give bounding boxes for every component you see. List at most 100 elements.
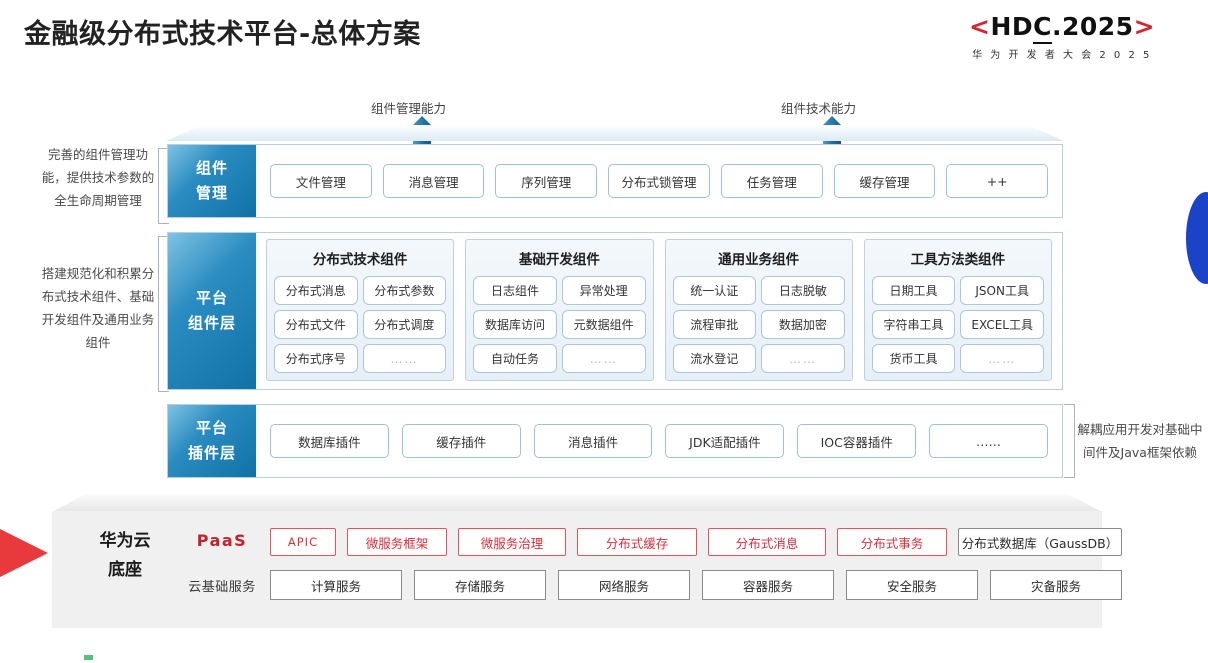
chip-cache-plugin[interactable]: 缓存插件 — [401, 424, 521, 458]
cell-exception-handling[interactable]: 异常处理 — [561, 276, 646, 305]
blue-lens-decoration — [1186, 192, 1208, 284]
cell-log-component[interactable]: 日志组件 — [473, 276, 557, 305]
cell-json-tool[interactable]: JSON工具 — [960, 276, 1044, 305]
cell-currency-tool[interactable]: 货币工具 — [871, 344, 956, 373]
angle-bracket-left-icon: < — [968, 12, 991, 41]
green-accent-mark — [84, 655, 93, 660]
paas-box-apic[interactable]: APIC — [270, 528, 336, 556]
cloud-box-network-service[interactable]: 网络服务 — [558, 570, 690, 600]
chip-add-more[interactable]: ++ — [946, 164, 1049, 198]
group-cell-grid: 统一认证 日志脱敏 流程审批 数据加密 流水登记 …… — [672, 276, 845, 373]
arrow-label-component-technology: 组件技术能力 — [781, 101, 857, 116]
group-cell-grid: 日志组件 异常处理 数据库访问 元数据组件 自动任务 …… — [473, 276, 646, 373]
chip-task-management[interactable]: 任务管理 — [720, 164, 823, 198]
cell-string-tool[interactable]: 字符串工具 — [871, 310, 956, 339]
cell-unified-auth[interactable]: 统一认证 — [672, 276, 757, 305]
paas-service-row: APIC 微服务框架 微服务治理 分布式缓存 分布式消息 分布式事务 分布式数据… — [270, 528, 1122, 556]
cell-more-ellipsis[interactable]: …… — [960, 344, 1044, 373]
base-title: 华为云 底座 — [70, 527, 180, 585]
paas-label: PaaS — [196, 531, 248, 550]
group-title: 通用业务组件 — [718, 252, 800, 268]
group-common-business: 通用业务组件 统一认证 日志脱敏 流程审批 数据加密 流水登记 …… — [664, 239, 853, 381]
layer-label-line-1: 平台 — [195, 289, 228, 307]
cloud-box-security-service[interactable]: 安全服务 — [846, 570, 978, 600]
layer-label-line-1: 组件 — [195, 159, 228, 177]
cell-log-masking[interactable]: 日志脱敏 — [761, 276, 845, 305]
bracket-connector-right — [1064, 404, 1075, 478]
layer-label-line-2: 插件层 — [187, 444, 236, 462]
paas-box-distributed-message[interactable]: 分布式消息 — [708, 528, 826, 556]
group-tool-method: 工具方法类组件 日期工具 JSON工具 字符串工具 EXCEL工具 货币工具 …… — [863, 239, 1052, 381]
cloud-basic-service-label: 云基础服务 — [188, 580, 256, 595]
cell-date-tool[interactable]: 日期工具 — [871, 276, 956, 305]
cell-distributed-message[interactable]: 分布式消息 — [274, 276, 358, 305]
note-right: 解耦应用开发对基础中间件及Java框架依赖 — [1077, 422, 1203, 460]
layer-label-component-management: 组件 管理 — [168, 145, 256, 217]
chip-message-management[interactable]: 消息管理 — [382, 164, 485, 198]
paas-box-distributed-transaction[interactable]: 分布式事务 — [837, 528, 947, 556]
page-title: 金融级分布式技术平台-总体方案 — [24, 19, 421, 50]
red-wedge-decoration — [0, 505, 48, 601]
base-title-line-2: 底座 — [108, 560, 142, 580]
cell-excel-tool[interactable]: EXCEL工具 — [960, 310, 1044, 339]
chip-cache-management[interactable]: 缓存管理 — [833, 164, 936, 198]
hdc-logo-text-underlined: C — [1033, 12, 1052, 44]
note-left-top: 完善的组件管理功能，提供技术参数的全生命周期管理 — [41, 147, 155, 208]
cell-more-ellipsis[interactable]: …… — [761, 344, 845, 373]
cell-distributed-parameter[interactable]: 分布式参数 — [362, 276, 447, 305]
group-cell-grid: 日期工具 JSON工具 字符串工具 EXCEL工具 货币工具 …… — [871, 276, 1044, 373]
cell-distributed-schedule[interactable]: 分布式调度 — [362, 310, 447, 339]
cell-metadata-component[interactable]: 元数据组件 — [561, 310, 646, 339]
cloud-box-container-service[interactable]: 容器服务 — [702, 570, 834, 600]
cell-more-ellipsis[interactable]: …… — [561, 344, 646, 373]
hdc-logo: <HDC.2025> 华 为 开 发 者 大 会 2 0 2 5 — [932, 12, 1192, 61]
hdc-logo-main: <HDC.2025> — [932, 12, 1192, 44]
stack-top-bevel — [166, 125, 1064, 141]
group-title: 基础开发组件 — [518, 252, 600, 268]
chip-ioc-container-plugin[interactable]: IOC容器插件 — [797, 424, 917, 458]
chip-distributed-lock-management[interactable]: 分布式锁管理 — [608, 164, 710, 198]
layer-label-line-2: 组件层 — [187, 314, 236, 332]
chip-file-management[interactable]: 文件管理 — [270, 164, 372, 198]
layer-label-platform-plugin: 平台 插件层 — [168, 405, 256, 477]
hdc-logo-text-b: .2025 — [1051, 12, 1134, 41]
cell-transaction-log[interactable]: 流水登记 — [672, 344, 757, 373]
group-title: 工具方法类组件 — [910, 252, 1006, 268]
cloud-box-compute-service[interactable]: 计算服务 — [270, 570, 402, 600]
cell-distributed-file[interactable]: 分布式文件 — [274, 310, 358, 339]
cell-auto-task[interactable]: 自动任务 — [473, 344, 557, 373]
bracket-connector-top-left — [158, 148, 169, 224]
paas-box-distributed-cache[interactable]: 分布式缓存 — [577, 528, 697, 556]
bracket-connector-mid-left — [158, 236, 169, 392]
note-left-bottom: 搭建规范化和积累分布式技术组件、基础开发组件及通用业务组件 — [41, 266, 155, 350]
paas-box-microservice-framework[interactable]: 微服务框架 — [347, 528, 447, 556]
cell-process-approval[interactable]: 流程审批 — [672, 310, 757, 339]
layer-component-management: 组件 管理 文件管理 消息管理 序列管理 分布式锁管理 任务管理 缓存管理 ++ — [167, 144, 1063, 218]
chip-more-ellipsis[interactable]: …… — [929, 424, 1048, 458]
cloud-box-storage-service[interactable]: 存储服务 — [414, 570, 546, 600]
hdc-logo-subtitle: 华 为 开 发 者 大 会 2 0 2 5 — [972, 50, 1152, 61]
component-management-items: 文件管理 消息管理 序列管理 分布式锁管理 任务管理 缓存管理 ++ — [256, 145, 1062, 217]
platform-component-groups: 分布式技术组件 分布式消息 分布式参数 分布式文件 分布式调度 分布式序号 ……… — [256, 233, 1062, 389]
cloud-box-disaster-recovery-service[interactable]: 灾备服务 — [990, 570, 1122, 600]
angle-bracket-right-icon: > — [1133, 12, 1156, 41]
cell-database-access[interactable]: 数据库访问 — [473, 310, 557, 339]
layer-label-platform-component: 平台 组件层 — [168, 233, 256, 389]
cell-more-ellipsis[interactable]: …… — [362, 344, 447, 373]
chip-message-plugin[interactable]: 消息插件 — [533, 424, 653, 458]
chip-database-plugin[interactable]: 数据库插件 — [270, 424, 389, 458]
chip-jdk-adapter-plugin[interactable]: JDK适配插件 — [665, 424, 785, 458]
chip-sequence-management[interactable]: 序列管理 — [495, 164, 598, 198]
paas-box-distributed-database-gaussdb[interactable]: 分布式数据库（GaussDB） — [958, 528, 1122, 556]
layer-platform-plugin: 平台 插件层 数据库插件 缓存插件 消息插件 JDK适配插件 IOC容器插件 …… — [167, 404, 1063, 478]
arrow-label-component-management: 组件管理能力 — [371, 101, 447, 116]
group-cell-grid: 分布式消息 分布式参数 分布式文件 分布式调度 分布式序号 …… — [274, 276, 447, 373]
hdc-logo-text-a: HD — [990, 12, 1034, 41]
cell-data-encryption[interactable]: 数据加密 — [761, 310, 845, 339]
cell-distributed-sequence[interactable]: 分布式序号 — [274, 344, 358, 373]
paas-box-microservice-governance[interactable]: 微服务治理 — [458, 528, 566, 556]
base-title-line-1: 华为云 — [99, 531, 151, 551]
cloud-service-row: 计算服务 存储服务 网络服务 容器服务 安全服务 灾备服务 — [270, 570, 1122, 600]
platform-plugin-items: 数据库插件 缓存插件 消息插件 JDK适配插件 IOC容器插件 …… — [256, 405, 1062, 477]
